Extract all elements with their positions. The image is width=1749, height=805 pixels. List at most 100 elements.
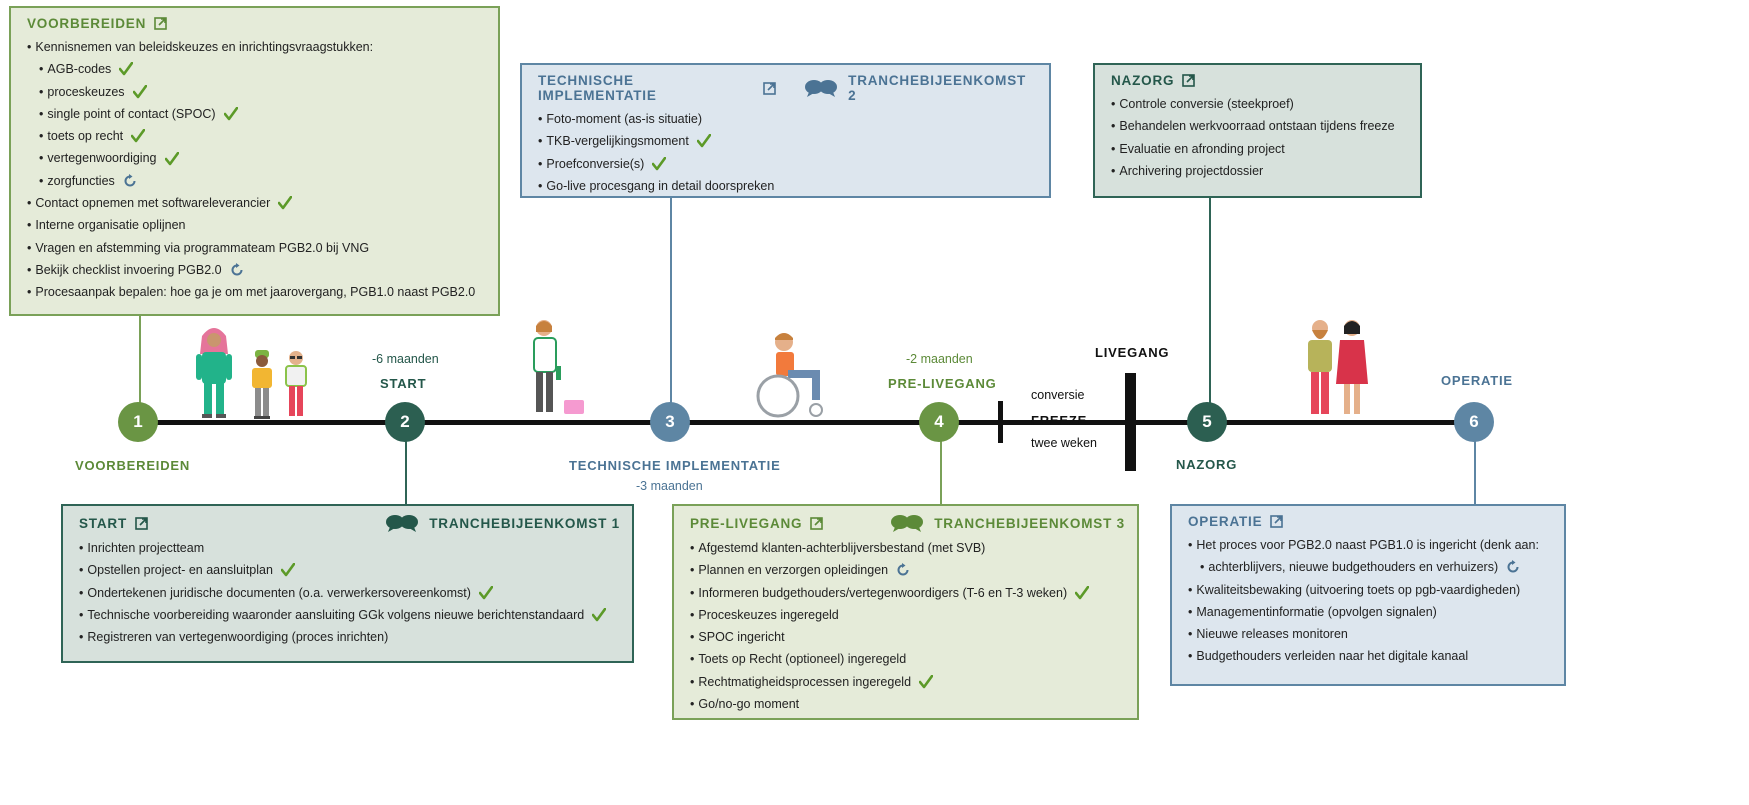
timeline-node-1[interactable]: 1	[118, 402, 158, 442]
list-item-text: Contact opnemen met softwareleverancier	[35, 196, 271, 211]
timeline-line	[140, 420, 1474, 425]
bullet: •	[27, 240, 32, 255]
external-link-icon[interactable]	[1182, 74, 1196, 87]
list-item: •single point of contact (SPOC)	[27, 103, 486, 125]
box-start: START TRANCHEBIJEENKOMST 1 • Inrichten pr…	[61, 504, 634, 663]
list-item: •achterblijvers, nieuwe budgethouders en…	[1188, 556, 1552, 578]
list-item-text: Kennisnemen van beleidskeuzes en inricht…	[35, 40, 374, 54]
list-item-text: vertegenwoordiging	[47, 151, 157, 166]
checkmark-icon	[592, 608, 607, 622]
external-link-icon[interactable]	[135, 516, 148, 530]
bullet: •	[1111, 97, 1116, 111]
bullet: •	[1188, 627, 1193, 642]
list-item-text: Kwaliteitsbewaking (uitvoering toets op …	[1196, 582, 1521, 597]
list-item-text: Het proces voor PGB2.0 naast PGB1.0 is i…	[1196, 538, 1539, 552]
list-item: •Kwaliteitsbewaking (uitvoering toets op…	[1188, 579, 1552, 601]
label-technisch-time: -3 maanden	[636, 479, 703, 493]
label-pre-livegang: PRE-LIVEGANG	[888, 376, 997, 391]
bullet: •	[690, 541, 695, 555]
checkmark-icon	[652, 156, 667, 171]
connector-operatie	[1474, 440, 1476, 505]
list-item: •Technische voorbereiding waaronder aans…	[79, 604, 620, 626]
box-title: START	[79, 515, 127, 531]
list-item: •Registreren van vertegenwoordiging (pro…	[79, 626, 620, 648]
checkmark-icon	[478, 585, 493, 600]
livegang-bar	[1125, 373, 1136, 471]
list-item: •Managementinformatie (opvolgen signalen…	[1188, 601, 1552, 623]
list-item: •Informeren budgethouders/vertegenwoordi…	[690, 582, 1125, 604]
bullet: •	[79, 607, 84, 622]
bullet: •	[1111, 141, 1116, 156]
bullet: •	[1111, 119, 1116, 134]
list-item: •Plannen en verzorgen opleidingen	[690, 559, 1125, 581]
checkmark-icon	[223, 107, 238, 121]
timeline-node-5[interactable]: 5	[1187, 402, 1227, 442]
refresh-icon	[1506, 560, 1520, 574]
timeline-node-6[interactable]: 6	[1454, 402, 1494, 442]
list-item-text: Controle conversie (steekproef)	[1119, 97, 1294, 111]
list-item: •Proceskeuzes ingeregeld	[690, 604, 1125, 626]
bullet: •	[39, 173, 44, 188]
label-voorbereiden: VOORBEREIDEN	[75, 458, 191, 473]
connector-prelive	[940, 440, 942, 505]
bullet: •	[79, 630, 84, 645]
list-item-text: Proceskeuzes ingeregeld	[698, 607, 839, 622]
list-item-text: SPOC ingericht	[698, 630, 785, 645]
meeting-tag: TRANCHEBIJEENKOMST 3	[890, 514, 1125, 532]
bullet: •	[39, 106, 44, 121]
timeline-node-4[interactable]: 4	[919, 402, 959, 442]
checkmark-icon	[1075, 585, 1090, 600]
bullet: •	[690, 563, 695, 578]
list-item: •Budgethouders verleiden naar het digita…	[1188, 645, 1552, 667]
timeline-node-2[interactable]: 2	[385, 402, 425, 442]
box-title: NAZORG	[1111, 73, 1175, 88]
connector-start	[405, 440, 407, 505]
list-item: •Opstellen project- en aansluitplan	[79, 559, 620, 581]
bullet: •	[79, 585, 84, 600]
list-item-text: proceskeuzes	[47, 84, 125, 99]
list-item: •Bekijk checklist invoering PGB2.0	[27, 259, 486, 281]
list-item-text: Inrichten projectteam	[87, 541, 205, 555]
external-link-icon[interactable]	[1270, 515, 1284, 528]
label-twee-weken: twee weken	[1031, 436, 1098, 450]
label-technische-implementatie: TECHNISCHE IMPLEMENTATIE	[569, 458, 781, 473]
connector-nazorg	[1209, 197, 1211, 410]
refresh-icon	[230, 263, 244, 277]
list-item: •proceskeuzes	[27, 81, 486, 103]
list-item-text: Go-live procesgang in detail doorspreken	[546, 178, 775, 193]
connector-technisch	[670, 198, 672, 410]
bullet: •	[1188, 604, 1193, 619]
list-item-text: Rechtmatigheidsprocessen ingeregeld	[698, 674, 912, 689]
list-item-text: Go/no-go moment	[698, 697, 800, 712]
external-link-icon[interactable]	[763, 81, 776, 95]
meeting-label: TRANCHEBIJEENKOMST 2	[848, 73, 1027, 103]
list-item-text: Nieuwe releases monitoren	[1196, 627, 1348, 642]
bullet: •	[690, 585, 695, 600]
speech-bubbles-icon	[890, 514, 924, 532]
box-title: OPERATIE	[1188, 514, 1263, 529]
bullet: •	[690, 630, 695, 645]
list-item-text: Afgestemd klanten-achterblijversbestand …	[698, 541, 986, 555]
timeline-node-3[interactable]: 3	[650, 402, 690, 442]
freeze-end-bar	[998, 401, 1003, 443]
box-title: VOORBEREIDEN	[27, 16, 147, 31]
box-operatie: OPERATIE • Het proces voor PGB2.0 naast P…	[1170, 504, 1566, 686]
item-list: • Inrichten projectteam •Opstellen project…	[79, 537, 620, 648]
label-conversie: conversie	[1031, 388, 1085, 402]
refresh-icon	[896, 563, 910, 577]
checkmark-icon	[919, 674, 934, 689]
meeting-label: TRANCHEBIJEENKOMST 3	[934, 515, 1125, 531]
list-item: •Controle conversie (steekproef)	[1111, 93, 1408, 115]
external-link-icon[interactable]	[810, 516, 824, 530]
list-item-text: achterblijvers, nieuwe budgethouders en …	[1208, 560, 1499, 575]
box-header: START TRANCHEBIJEENKOMST 1	[79, 514, 620, 532]
external-link-icon[interactable]	[154, 17, 167, 30]
item-list: •Afgestemd klanten-achterblijversbestand…	[690, 537, 1125, 715]
list-item: •Behandelen werkvoorraad ontstaan tijden…	[1111, 115, 1408, 137]
list-item: •Het proces voor PGB2.0 naast PGB1.0 is …	[1188, 534, 1552, 556]
person-headscarf-illustration	[196, 328, 232, 418]
connector-voorbereiden	[139, 315, 141, 410]
list-item-text: TKB-vergelijkingsmoment	[546, 134, 689, 149]
child-glasses-illustration	[285, 351, 307, 416]
item-list: • Het proces voor PGB2.0 naast PGB1.0 is …	[1188, 534, 1552, 668]
